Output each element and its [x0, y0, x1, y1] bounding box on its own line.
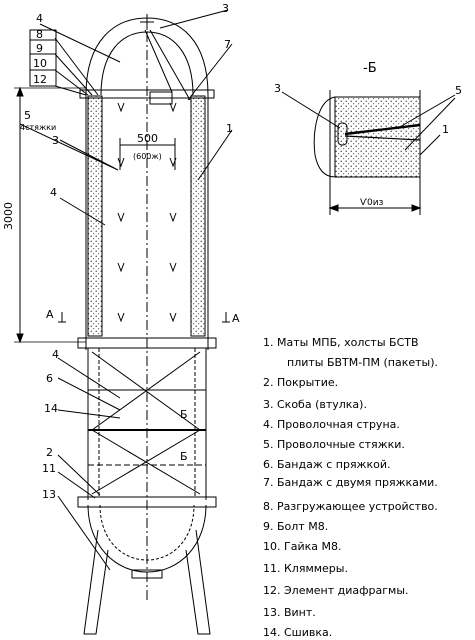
callout-4-top: 4: [36, 12, 43, 25]
callout-5-sub: 4стяжки: [20, 123, 56, 132]
callout-3-mid: 3: [52, 134, 59, 147]
callout-11: 11: [42, 462, 56, 475]
callout-7: 7: [224, 38, 231, 51]
bottom-dome: [87, 504, 207, 573]
legend-item: 11. Кляммеры.: [263, 562, 348, 575]
callout-6: 6: [46, 372, 53, 385]
wire-ties: [117, 102, 177, 323]
callout-13: 13: [42, 488, 56, 501]
braces: [91, 351, 201, 495]
callout-14: 14: [44, 402, 58, 415]
legend-item: плиты БВТМ-ПМ (пакеты).: [287, 356, 439, 369]
legend-item: 12. Элемент диафрагмы.: [263, 584, 409, 597]
section-b-top: Б: [180, 408, 188, 421]
legend-item: 9. Болт М8.: [263, 520, 329, 533]
callout-5: 5: [24, 109, 31, 122]
detail-callout-1: 1: [442, 123, 449, 136]
legend-item: 10. Гайка М8.: [263, 540, 342, 553]
detail-callout-3: 3: [274, 82, 281, 95]
legend-item: 7. Бандаж с двумя пряжками.: [263, 476, 438, 489]
section-a-left: А: [46, 308, 54, 321]
callout-4-low: 4: [52, 348, 59, 361]
detail-dimension: Ѵ0из: [360, 198, 384, 208]
section-b-bottom: Б: [180, 450, 188, 463]
callout-8: 8: [36, 28, 43, 41]
detail-title: -Б: [363, 61, 377, 76]
callout-2: 2: [46, 446, 53, 459]
legend-item: 14. Сшивка.: [263, 626, 333, 639]
dimension-3000: 3000: [2, 202, 15, 230]
callout-12: 12: [33, 73, 47, 86]
legend-item: 3. Скоба (втулка).: [263, 398, 367, 411]
leg-left: [83, 529, 109, 635]
leg-right: [185, 529, 211, 635]
callout-4-mid: 4: [50, 186, 57, 199]
legend-item: 2. Покрытие.: [263, 376, 339, 389]
dimension-500: 500: [137, 132, 158, 145]
legend-item: 6. Бандаж с пряжкой.: [263, 458, 391, 471]
detail-shell: [313, 96, 336, 178]
legend-item: 13. Винт.: [263, 606, 316, 619]
callout-1: 1: [226, 122, 233, 135]
callout-9: 9: [36, 42, 43, 55]
section-a-right: А: [232, 312, 240, 325]
legend-item: 8. Разгружающее устройство.: [263, 500, 438, 513]
detail-callout-5: 5: [455, 84, 462, 97]
legend-item: 4. Проволочная струна.: [263, 418, 400, 431]
legend-item: 5. Проволочные стяжки.: [263, 438, 405, 451]
lower-shell: [87, 348, 207, 500]
detail-insulation: [334, 96, 421, 178]
callout-10: 10: [33, 57, 47, 70]
callout-3-top: 3: [222, 2, 229, 15]
dimension-500-sub: (600ж): [133, 152, 162, 161]
legend-item: 1. Маты МПБ, холсты БСТВ: [263, 336, 419, 349]
insulation-right: [190, 95, 206, 337]
